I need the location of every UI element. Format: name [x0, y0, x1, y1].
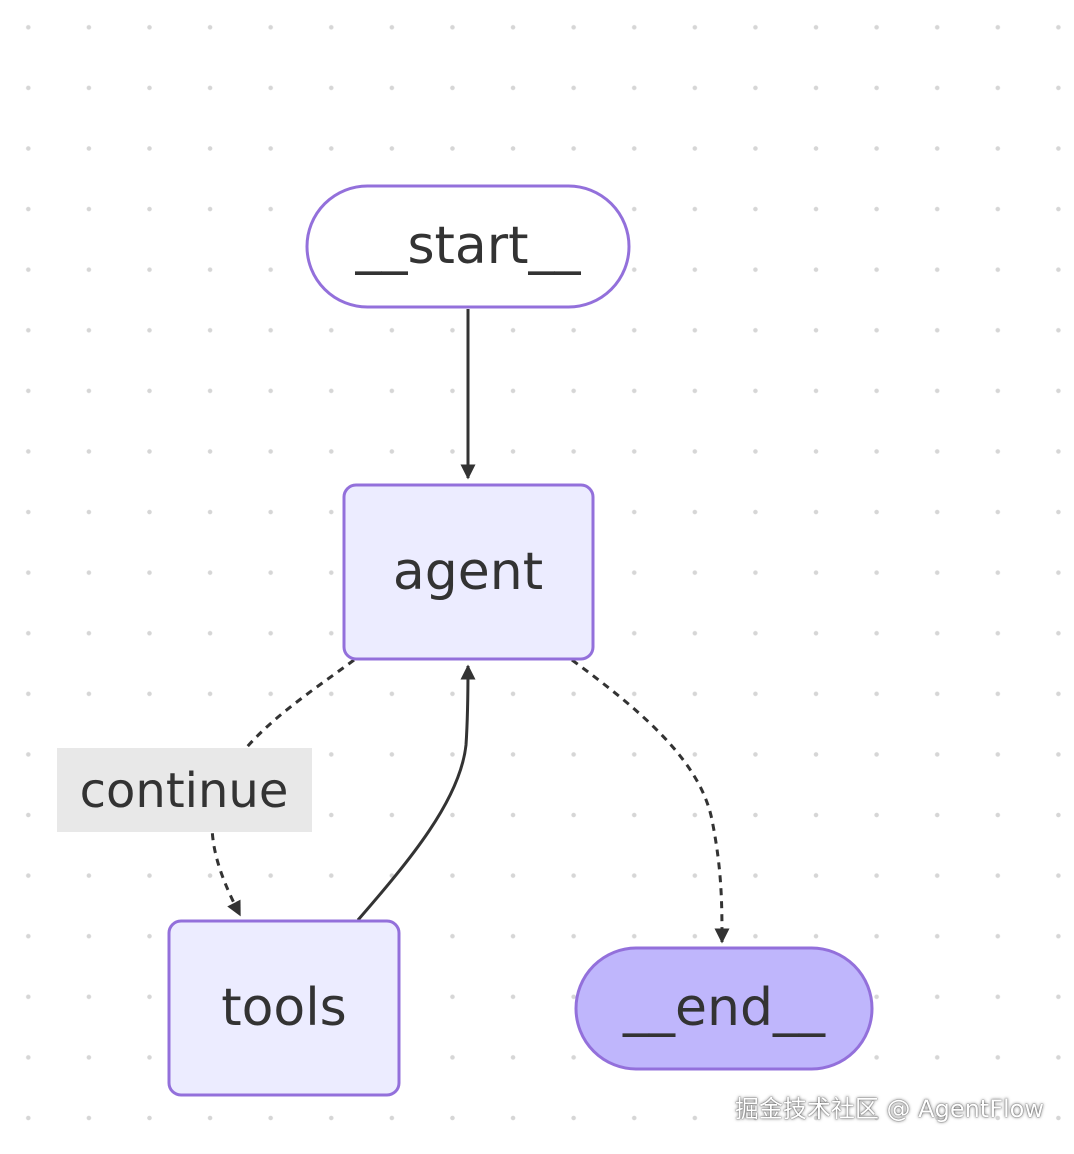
node-start-label: __start__ — [354, 216, 581, 276]
node-end-label: __end__ — [622, 978, 826, 1038]
edge-label-background — [57, 748, 312, 832]
edge-label-continue: continue — [57, 748, 312, 832]
node-end-shape — [574, 946, 874, 1071]
node-end[interactable]: __end__ — [574, 946, 874, 1071]
node-agent-shape — [342, 483, 595, 661]
node-start-shape — [305, 184, 631, 309]
edge-agent-to-end — [571, 658, 730, 944]
edge-label-text: continue — [80, 763, 289, 819]
edge-agent-to-tools — [210, 658, 355, 917]
node-tools-label: tools — [221, 978, 347, 1038]
node-agent[interactable]: agent — [342, 483, 595, 661]
node-agent-label: agent — [393, 542, 543, 602]
node-tools[interactable]: tools — [167, 919, 401, 1097]
node-tools-shape — [167, 919, 401, 1097]
watermark-text: 掘金技术社区 @ AgentFlow — [734, 1095, 1044, 1123]
node-start[interactable]: __start__ — [305, 184, 631, 309]
edge-tools-to-agent — [356, 664, 476, 921]
